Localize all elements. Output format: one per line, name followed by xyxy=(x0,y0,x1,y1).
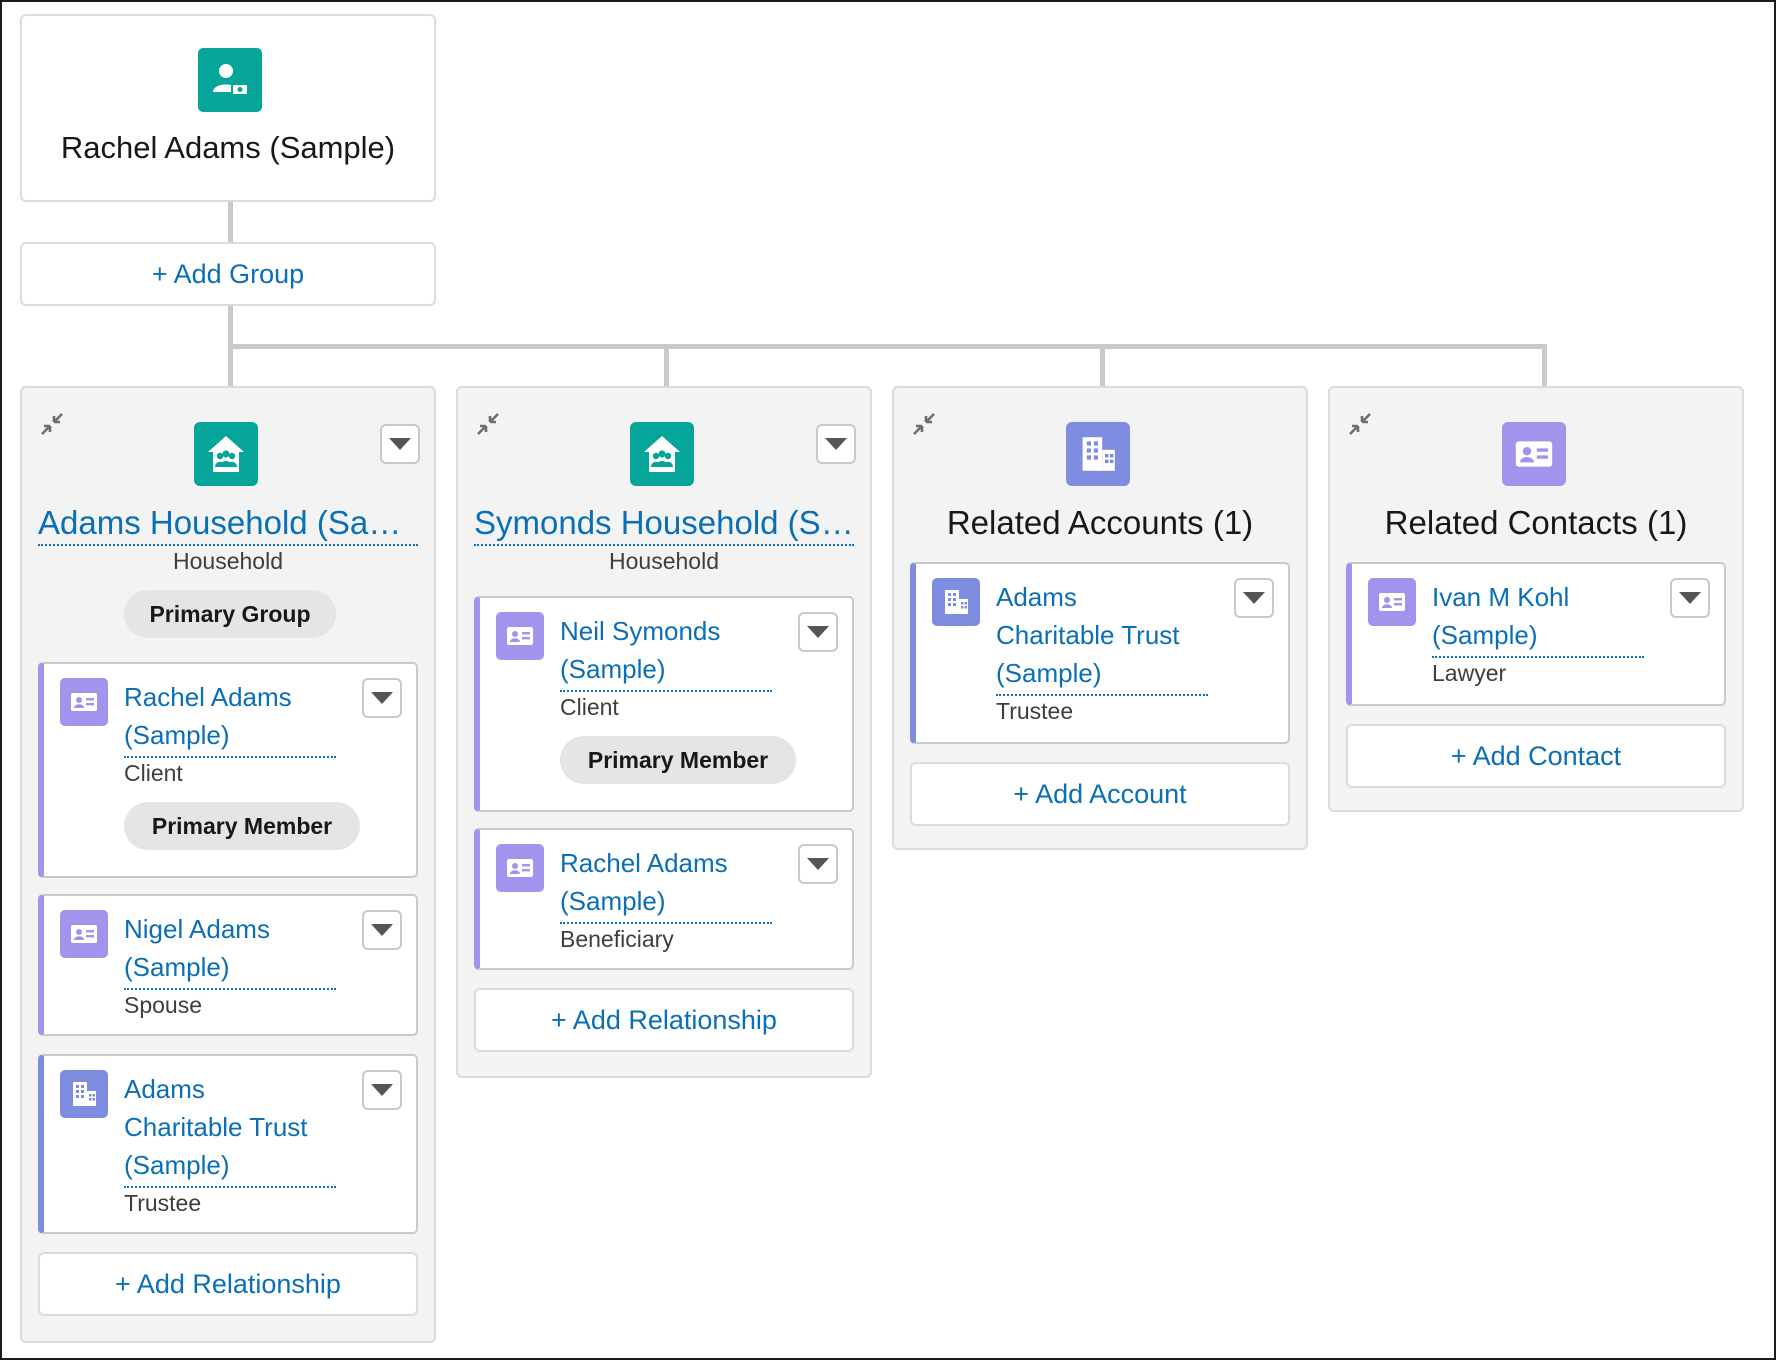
connector-line xyxy=(1100,344,1105,386)
chevron-down-icon xyxy=(807,858,829,870)
add-account-button[interactable]: + Add Account xyxy=(910,762,1290,826)
name-line: (Sample) xyxy=(1432,620,1538,650)
relationship-actions-dropdown[interactable] xyxy=(362,678,402,718)
relationship-name-link[interactable]: Rachel Adams (Sample) xyxy=(560,844,772,924)
name-line: (Sample) xyxy=(124,1150,230,1180)
root-name: Rachel Adams (Sample) xyxy=(60,130,396,165)
relationship-card: Nigel Adams (Sample) Spouse xyxy=(38,894,418,1036)
account-role: Trustee xyxy=(996,698,1074,724)
group-title-link[interactable]: Adams Household (Sample) xyxy=(38,504,418,546)
relationship-actions-dropdown[interactable] xyxy=(798,612,838,652)
related-accounts-title: Related Accounts (1) xyxy=(946,504,1254,541)
relationship-actions-dropdown[interactable] xyxy=(798,844,838,884)
chevron-down-icon xyxy=(807,626,829,638)
chevron-down-icon xyxy=(1679,592,1701,604)
collapse-icon[interactable] xyxy=(910,410,938,438)
relationship-name-link[interactable]: Nigel Adams (Sample) xyxy=(124,910,336,990)
group-actions-dropdown[interactable] xyxy=(816,424,856,464)
relationship-card: Rachel Adams (Sample) Beneficiary xyxy=(474,828,854,970)
household-icon xyxy=(194,422,258,486)
relationship-name-link[interactable]: Rachel Adams (Sample) xyxy=(124,678,336,758)
contact-card-icon xyxy=(60,678,108,726)
contact-card-icon xyxy=(60,910,108,958)
related-contacts-column: Related Contacts (1) Ivan M Kohl (Sample)… xyxy=(1328,386,1744,812)
name-line: (Sample) xyxy=(560,886,666,916)
contact-card-icon xyxy=(1368,578,1416,626)
name-line: Neil Symonds xyxy=(560,616,721,646)
group-column-symonds-household: Symonds Household (Sample) Household Nei… xyxy=(456,386,872,1078)
connector-line xyxy=(228,202,233,242)
collapse-icon[interactable] xyxy=(38,410,66,438)
relationship-role: Beneficiary xyxy=(560,926,674,952)
contact-card-icon xyxy=(1502,422,1566,486)
primary-group-badge: Primary Group xyxy=(124,590,336,638)
chevron-down-icon xyxy=(1243,592,1265,604)
name-line: Rachel Adams xyxy=(560,848,728,878)
primary-member-badge: Primary Member xyxy=(124,802,360,850)
name-line: Adams xyxy=(996,582,1077,612)
contact-card-icon xyxy=(496,844,544,892)
primary-member-badge: Primary Member xyxy=(560,736,796,784)
contact-name-link[interactable]: Ivan M Kohl (Sample) xyxy=(1432,578,1644,658)
building-icon xyxy=(932,578,980,626)
connector-line xyxy=(664,344,669,386)
collapse-icon[interactable] xyxy=(474,410,502,438)
name-line: Charitable Trust xyxy=(996,620,1180,650)
related-contact-card: Ivan M Kohl (Sample) Lawyer xyxy=(1346,562,1726,706)
related-contacts-title: Related Contacts (1) xyxy=(1384,504,1688,541)
chevron-down-icon xyxy=(389,438,411,450)
collapse-icon[interactable] xyxy=(1346,410,1374,438)
add-relationship-button[interactable]: + Add Relationship xyxy=(474,988,854,1052)
group-column-adams-household: Adams Household (Sample) Household Prima… xyxy=(20,386,436,1343)
group-type: Household xyxy=(173,548,283,574)
relationship-actions-dropdown[interactable] xyxy=(362,1070,402,1110)
relationship-role: Spouse xyxy=(124,992,203,1018)
relationship-card: Rachel Adams (Sample) Client Primary Memb… xyxy=(38,662,418,878)
name-line: Rachel Adams xyxy=(124,682,292,712)
contact-role: Lawyer xyxy=(1432,660,1507,686)
group-title-link[interactable]: Symonds Household (Sample) xyxy=(474,504,854,546)
relationship-role: Trustee xyxy=(124,1190,202,1216)
relationship-role: Client xyxy=(560,694,619,720)
name-line: Ivan M Kohl xyxy=(1432,582,1570,612)
name-line: (Sample) xyxy=(124,952,230,982)
group-actions-dropdown[interactable] xyxy=(380,424,420,464)
building-icon xyxy=(1066,422,1130,486)
household-icon xyxy=(630,422,694,486)
name-line: (Sample) xyxy=(560,654,666,684)
person-account-icon xyxy=(198,48,262,112)
name-line: Nigel Adams xyxy=(124,914,270,944)
account-actions-dropdown[interactable] xyxy=(1234,578,1274,618)
chevron-down-icon xyxy=(371,692,393,704)
add-contact-button[interactable]: + Add Contact xyxy=(1346,724,1726,788)
contact-card-icon xyxy=(496,612,544,660)
relationship-name-link[interactable]: Neil Symonds (Sample) xyxy=(560,612,772,692)
group-type: Household xyxy=(609,548,719,574)
add-group-button[interactable]: + Add Group xyxy=(20,242,436,306)
relationship-role: Client xyxy=(124,760,183,786)
name-line: Adams xyxy=(124,1074,205,1104)
relationship-actions-dropdown[interactable] xyxy=(362,910,402,950)
name-line: Charitable Trust xyxy=(124,1112,308,1142)
name-line: (Sample) xyxy=(124,720,230,750)
contact-actions-dropdown[interactable] xyxy=(1670,578,1710,618)
connector-line xyxy=(228,344,1547,349)
add-relationship-button[interactable]: + Add Relationship xyxy=(38,1252,418,1316)
connector-line xyxy=(1542,344,1547,386)
chevron-down-icon xyxy=(371,1084,393,1096)
building-icon xyxy=(60,1070,108,1118)
chevron-down-icon xyxy=(371,924,393,936)
chevron-down-icon xyxy=(825,438,847,450)
relationship-card: Neil Symonds (Sample) Client Primary Memb… xyxy=(474,596,854,812)
root-account-card: Rachel Adams (Sample) xyxy=(20,14,436,202)
name-line: (Sample) xyxy=(996,658,1102,688)
